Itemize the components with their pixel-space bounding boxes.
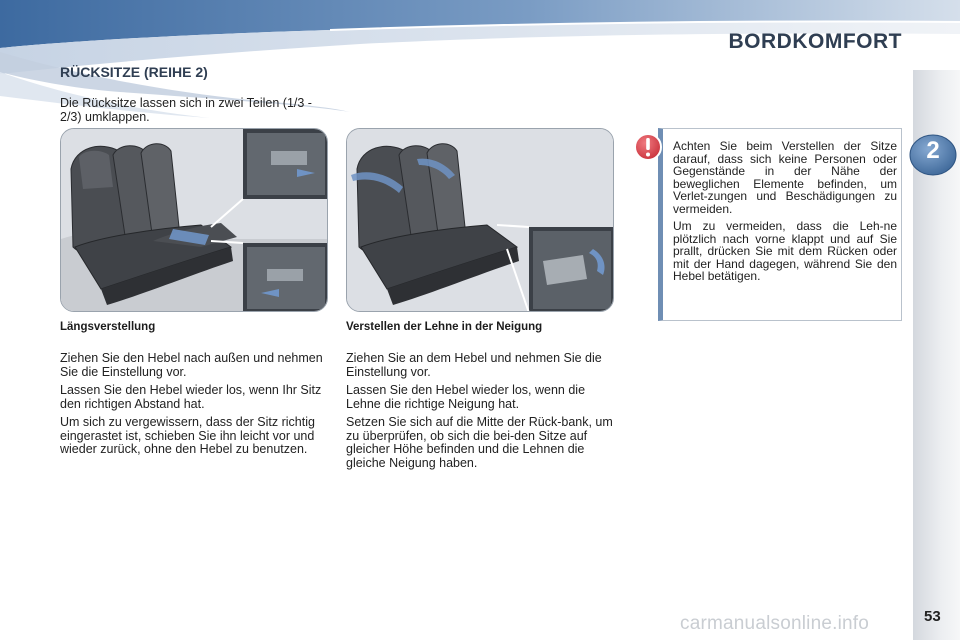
paragraph: Um sich zu vergewissern, dass der Sitz r…	[60, 415, 315, 456]
intro-text: Die Rücksitze lassen sich in zwei Teilen…	[60, 96, 312, 124]
backrest-recline-illustration	[346, 128, 614, 312]
watermark: carmanualsonline.info	[680, 613, 870, 634]
page-number: 53	[924, 608, 941, 625]
paragraph: Setzen Sie sich auf die Mitte der Rück-b…	[346, 415, 613, 470]
chapter-tab-icon[interactable]	[908, 133, 958, 177]
warning-paragraph: Um zu vermeiden, dass die Leh-ne plötzli…	[673, 219, 897, 283]
page-header: BORDKOMFORT	[0, 0, 960, 130]
exclamation-icon	[634, 133, 662, 161]
warning-text: Achten Sie beim Verstellen der Sitze dar…	[673, 140, 897, 288]
paragraph: Lassen Sie den Hebel wieder los, wenn Ih…	[60, 383, 322, 411]
paragraph: Lassen Sie den Hebel wieder los, wenn di…	[346, 383, 586, 411]
paragraph: Ziehen Sie an dem Hebel und nehmen Sie d…	[346, 351, 602, 379]
recline-adjustment-heading: Verstellen der Lehne in der Neigung	[346, 321, 543, 333]
header-swoosh-graphic	[0, 0, 960, 118]
rear-seat-recline-image	[347, 129, 613, 311]
warning-paragraph: Achten Sie beim Verstellen der Sitze dar…	[673, 139, 897, 216]
rear-seat-slide-image	[61, 129, 327, 311]
paragraph: Ziehen Sie den Hebel nach außen und nehm…	[60, 351, 323, 379]
slide-adjustment-heading: Längsverstellung	[60, 321, 156, 333]
chapter-title: BORDKOMFORT	[728, 30, 902, 53]
section-title: RÜCKSITZE (REIHE 2)	[60, 64, 208, 80]
seat-slide-illustration	[60, 128, 328, 312]
warning-box: Achten Sie beim Verstellen der Sitze dar…	[658, 128, 902, 321]
slide-adjustment-text: Ziehen Sie den Hebel nach außen und nehm…	[60, 351, 328, 462]
recline-adjustment-text: Ziehen Sie an dem Hebel und nehmen Sie d…	[346, 351, 614, 475]
chapter-number: 2	[926, 137, 940, 164]
